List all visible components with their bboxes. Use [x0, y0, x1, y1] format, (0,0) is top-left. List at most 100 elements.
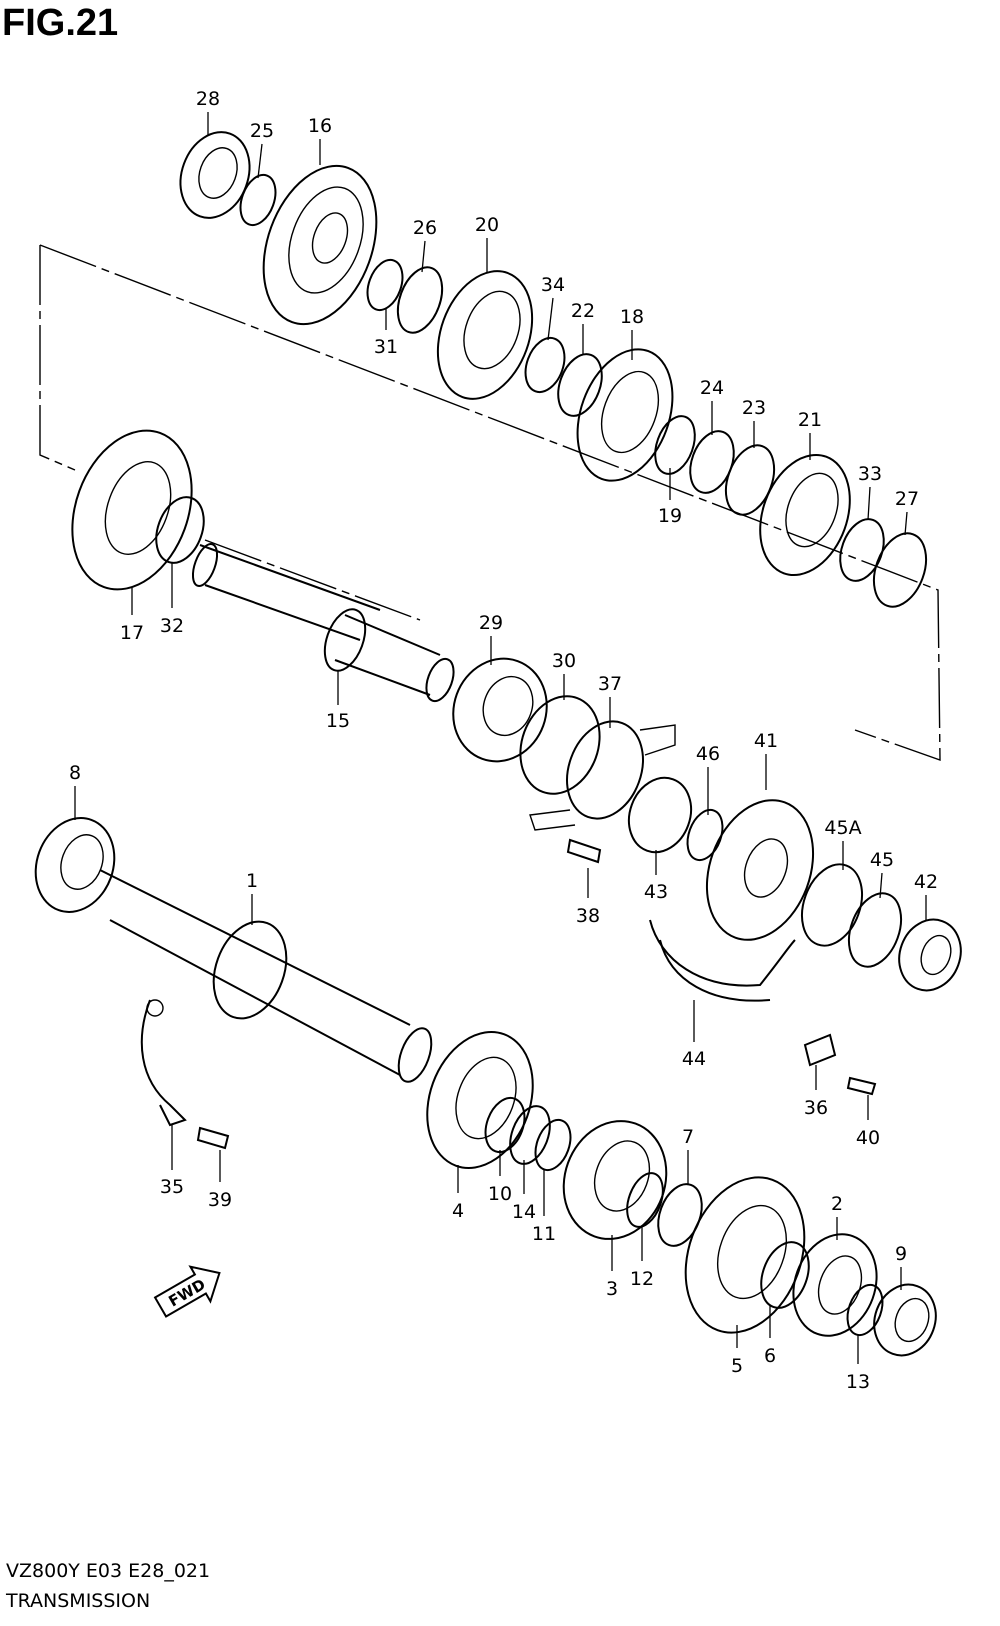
- part-sprocket-41: [705, 799, 815, 941]
- part-bearing-28: [179, 131, 251, 219]
- part-spacer-43: [627, 776, 693, 854]
- part-gear-17: [71, 429, 193, 591]
- leader-line-45: [879, 872, 883, 899]
- part-gear-5: [684, 1176, 806, 1334]
- figure-title: FIG.21: [2, 2, 119, 44]
- part-number-label-33: 33: [858, 463, 882, 485]
- part-circlip-27: [872, 532, 928, 608]
- leader-line-33: [867, 486, 871, 521]
- part-number-label-42: 42: [914, 871, 938, 893]
- part-number-label-9: 9: [895, 1243, 907, 1265]
- part-gear-21: [759, 453, 851, 577]
- part-gear-16: [262, 164, 378, 326]
- part-number-label-27: 27: [895, 488, 919, 510]
- part-number-label-43: 43: [644, 881, 668, 903]
- part-mainshaft-1: [99, 869, 433, 1083]
- part-oil-seal-30: [519, 695, 601, 795]
- part-number-label-1: 1: [246, 870, 258, 892]
- part-number-label-41: 41: [754, 730, 778, 752]
- part-screw-39: [196, 1126, 230, 1150]
- part-circlip-12: [626, 1172, 664, 1228]
- part-number-label-36: 36: [804, 1097, 828, 1119]
- part-number-label-30: 30: [552, 650, 576, 672]
- part-number-label-21: 21: [798, 409, 822, 431]
- part-o-ring-46: [686, 808, 724, 862]
- leader-line-25: [257, 143, 263, 179]
- part-gear-20: [436, 270, 534, 400]
- part-number-label-18: 18: [620, 306, 644, 328]
- part-number-label-38: 38: [576, 905, 600, 927]
- part-number-label-20: 20: [475, 214, 499, 236]
- part-countershaft-15: [191, 543, 455, 703]
- part-bearing-29: [452, 657, 548, 763]
- part-number-label-6: 6: [764, 1345, 776, 1367]
- leader-line-34: [547, 297, 554, 341]
- part-number-label-46: 46: [696, 743, 720, 765]
- part-number-label-40: 40: [856, 1127, 880, 1149]
- part-number-label-34: 34: [541, 274, 565, 296]
- part-circlip-34: [524, 336, 566, 394]
- part-gear-18: [576, 348, 674, 482]
- part-number-label-23: 23: [742, 397, 766, 419]
- leader-line-27: [904, 511, 908, 536]
- part-circlip-11: [534, 1118, 572, 1172]
- part-bearing-9: [873, 1283, 937, 1357]
- part-bushing-22: [557, 353, 603, 417]
- part-bushing-10: [484, 1096, 526, 1154]
- leader-line-26: [421, 240, 426, 273]
- part-circlip-33: [839, 518, 885, 582]
- part-number-label-16: 16: [308, 115, 332, 137]
- part-number-label-44: 44: [682, 1048, 706, 1070]
- part-number-label-8: 8: [69, 762, 81, 784]
- part-number-label-3: 3: [606, 1278, 618, 1300]
- part-bracket-35: [140, 999, 187, 1127]
- part-clamp-36: [803, 1033, 837, 1067]
- part-number-label-2: 2: [831, 1193, 843, 1215]
- model-code: VZ800Y E03 E28_021: [6, 1560, 211, 1582]
- part-number-label-14: 14: [512, 1201, 536, 1223]
- part-washer-26: [396, 266, 444, 334]
- part-number-label-26: 26: [413, 217, 437, 239]
- part-number-label-32: 32: [160, 615, 184, 637]
- part-washer-45A: [801, 863, 863, 947]
- part-number-label-31: 31: [374, 336, 398, 358]
- part-circlip-13: [846, 1283, 884, 1337]
- part-washer-25: [239, 173, 277, 227]
- part-number-label-10: 10: [488, 1183, 512, 1205]
- part-number-label-24: 24: [700, 377, 724, 399]
- part-number-label-25: 25: [250, 120, 274, 142]
- part-number-label-29: 29: [479, 612, 503, 634]
- countershaft-frame-outline: [39, 244, 941, 761]
- part-bushing-6: [760, 1241, 810, 1309]
- part-retainer-37: [529, 720, 676, 831]
- section-name: TRANSMISSION: [6, 1590, 151, 1612]
- part-bolt-38: [566, 838, 602, 864]
- part-nut-42: [898, 918, 962, 992]
- part-number-label-12: 12: [630, 1268, 654, 1290]
- part-number-label-45A: 45A: [824, 817, 861, 839]
- part-washer-45: [847, 892, 903, 968]
- part-number-label-22: 22: [571, 300, 595, 322]
- part-gear-4: [426, 1031, 534, 1169]
- part-number-label-11: 11: [532, 1223, 556, 1245]
- part-number-label-39: 39: [208, 1189, 232, 1211]
- part-washer-7: [657, 1183, 703, 1247]
- part-number-label-35: 35: [160, 1176, 184, 1198]
- part-number-label-45: 45: [870, 849, 894, 871]
- part-number-label-13: 13: [846, 1371, 870, 1393]
- part-bushing-31: [366, 258, 404, 312]
- fwd-direction-arrow: FWD: [153, 1265, 221, 1318]
- part-number-label-19: 19: [658, 505, 682, 527]
- part-bushing-19: [654, 415, 696, 475]
- part-bushing-32: [155, 496, 205, 564]
- part-number-label-28: 28: [196, 88, 220, 110]
- part-number-label-5: 5: [731, 1355, 743, 1377]
- part-number-label-4: 4: [452, 1200, 464, 1222]
- part-washer-24: [689, 430, 735, 494]
- part-number-label-37: 37: [598, 673, 622, 695]
- part-number-label-7: 7: [682, 1126, 694, 1148]
- part-number-label-15: 15: [326, 710, 350, 732]
